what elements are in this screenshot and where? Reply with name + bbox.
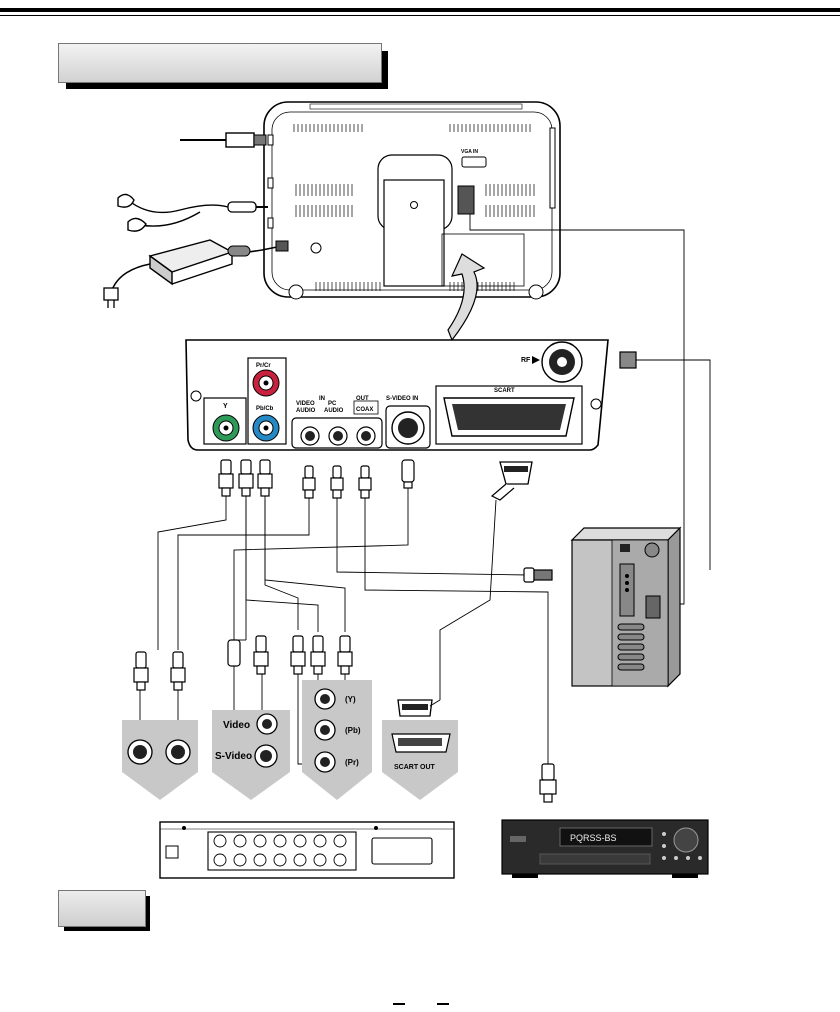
- pr-cr-label: Pr/Cr: [256, 363, 271, 369]
- coax-label: COAX: [356, 407, 373, 413]
- y-label: Y: [223, 403, 228, 410]
- s-video-label: S-Video: [215, 751, 252, 762]
- pr-source-label: (Pr): [345, 758, 359, 767]
- s-video-in-label: S-VIDEO IN: [386, 396, 418, 402]
- page-dash-left: [393, 1003, 405, 1005]
- earphones: [117, 193, 268, 232]
- y-source-label: (Y): [345, 695, 356, 704]
- pb-source-label: (Pb): [345, 726, 361, 735]
- pc-audio-label-1: PC: [328, 401, 337, 407]
- power-adapter: [103, 239, 289, 308]
- panel-plugs: [218, 459, 415, 499]
- vga-in-label: VGA IN: [461, 149, 478, 155]
- scart-out-plug: [397, 699, 441, 717]
- pc-tower: [570, 526, 682, 688]
- rf-plug: [619, 351, 637, 369]
- av-receiver: PQRSS-BS: [501, 819, 709, 878]
- scart-label: SCART: [494, 388, 515, 394]
- video-audio-label-1: VIDEO: [296, 401, 315, 407]
- video-source: Video S-Video: [212, 710, 290, 800]
- top-rule: [0, 8, 840, 12]
- connection-panel: Y Pr/Cr Pb/Cb IN OUT VIDEO AUDIO PC AUDI…: [185, 339, 609, 451]
- page-dash-right: [437, 1003, 449, 1005]
- out-label: OUT: [356, 396, 369, 402]
- rf-label: RF: [521, 357, 531, 364]
- audio-source: [122, 720, 198, 800]
- scart-plug: [490, 461, 533, 501]
- video-label: Video: [223, 720, 250, 731]
- curved-arrow-icon: [447, 253, 486, 342]
- in-label: IN: [319, 396, 325, 402]
- video-audio-label-2: AUDIO: [296, 408, 316, 414]
- usb-cable: [180, 132, 267, 148]
- source-plugs: [133, 567, 557, 803]
- pc-audio-label-2: AUDIO: [324, 408, 344, 414]
- pb-cb-label: Pb/Cb: [256, 406, 274, 412]
- dvd-player-rear: [159, 821, 455, 879]
- receiver-display-text: PQRSS-BS: [570, 833, 617, 843]
- top-rule-thin: [0, 15, 840, 16]
- scart-out-source: SCART OUT: [382, 720, 458, 800]
- note-label-box: [58, 890, 146, 927]
- scart-out-label: SCART OUT: [394, 764, 436, 771]
- section-title-box: [58, 43, 382, 83]
- tv-back: VGA IN: [263, 101, 561, 300]
- component-source: (Y) (Pb) (Pr): [302, 680, 372, 800]
